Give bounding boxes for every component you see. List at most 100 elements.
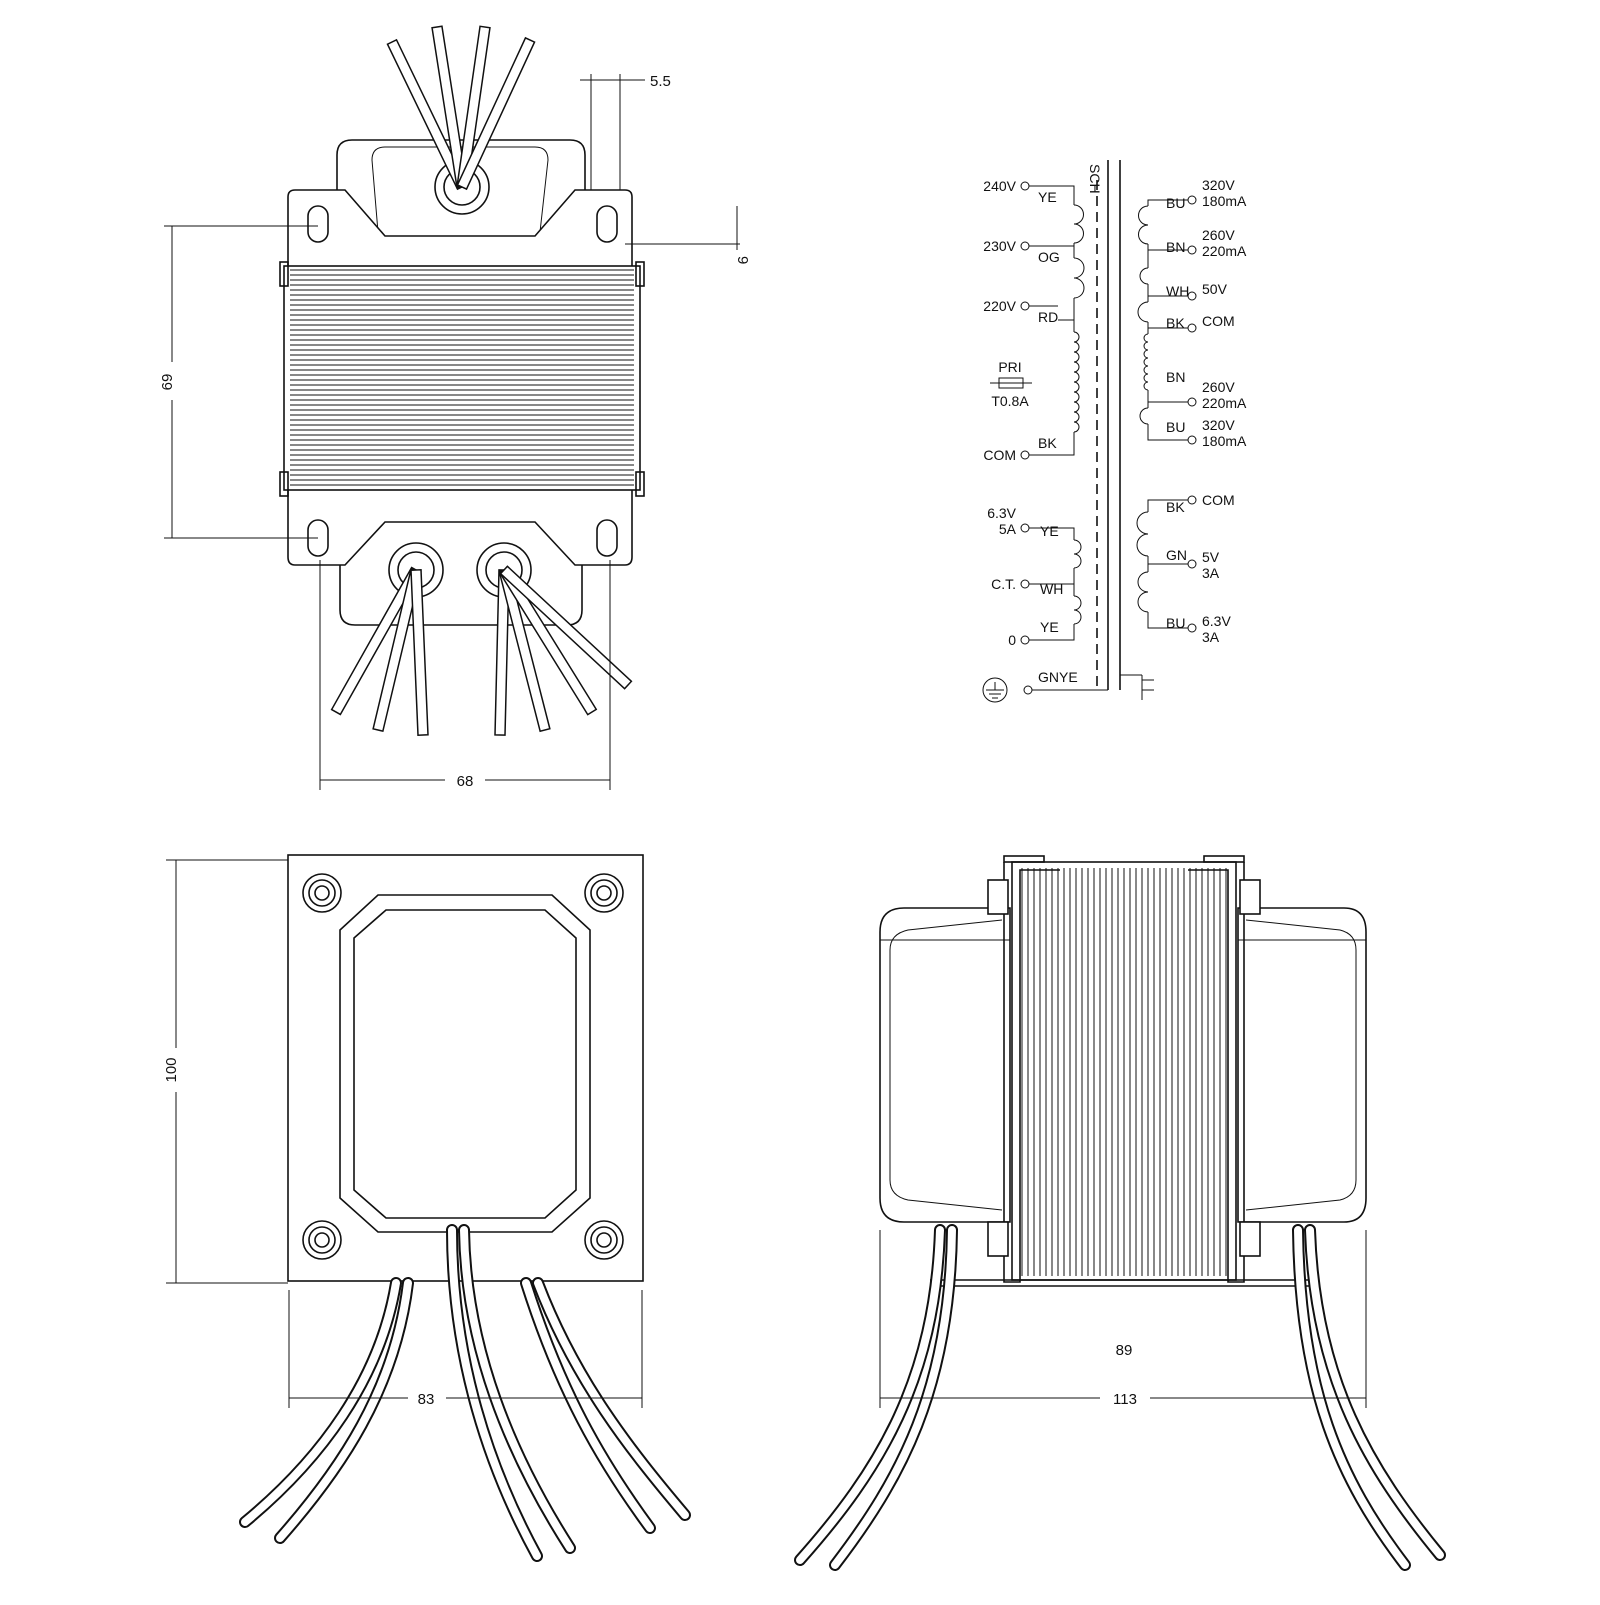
lead-wire-fill bbox=[522, 1279, 654, 1532]
primary-terminal-label: COM bbox=[983, 447, 1016, 463]
terminal-icon bbox=[1020, 579, 1030, 589]
heater-wire-color: BU bbox=[1166, 615, 1185, 631]
winding-coil bbox=[1138, 205, 1149, 245]
ht-wire-color: BK bbox=[1166, 315, 1185, 331]
terminal-icon bbox=[1020, 523, 1030, 533]
dim-overall-width: 113 bbox=[1113, 1391, 1137, 1408]
shield-label: SCH bbox=[1087, 164, 1103, 194]
primary-terminal-label: 230V bbox=[983, 238, 1016, 254]
front-view: 100 83 bbox=[163, 854, 691, 1562]
lead-wire-fill bbox=[1294, 1226, 1409, 1569]
fuse: PRI T0.8A bbox=[990, 359, 1032, 409]
ground-wire-label: GNYE bbox=[1038, 669, 1078, 685]
primary-wire-color: YE bbox=[1038, 189, 1057, 205]
winding-coil bbox=[1073, 331, 1080, 433]
terminal-icon bbox=[1187, 323, 1197, 333]
ht-current: 180mA bbox=[1202, 433, 1247, 449]
heater-current: 5A bbox=[999, 521, 1017, 537]
bolt-hole bbox=[314, 1232, 330, 1248]
primary-wire-color: OG bbox=[1038, 249, 1060, 265]
side-view: 89 113 bbox=[794, 855, 1446, 1571]
terminal-icon bbox=[1020, 181, 1030, 191]
terminal-icon bbox=[1187, 245, 1197, 255]
winding-coil bbox=[1137, 571, 1149, 613]
ht-current: 180mA bbox=[1202, 193, 1247, 209]
top-view: 5.5 9 69 68 bbox=[159, 25, 751, 790]
winding-coil bbox=[1139, 407, 1149, 425]
winding-coil bbox=[1137, 301, 1149, 323]
terminal-icon bbox=[1020, 301, 1030, 311]
heater-tap: C.T. bbox=[991, 576, 1016, 592]
terminal-icon bbox=[1187, 559, 1197, 569]
ht-wire-color: BU bbox=[1166, 419, 1185, 435]
nut-icon bbox=[584, 873, 624, 913]
ht-current: 220mA bbox=[1202, 243, 1247, 259]
nut-inner bbox=[308, 1226, 336, 1254]
winding-coil bbox=[1073, 539, 1082, 569]
terminal-icon bbox=[1187, 195, 1197, 205]
nut-inner bbox=[590, 879, 618, 907]
nut-inner bbox=[308, 879, 336, 907]
winding-coil bbox=[1143, 333, 1149, 391]
lead-wire-fill bbox=[1306, 1226, 1444, 1559]
heater-tap: 0 bbox=[1008, 632, 1016, 648]
ht-voltage: 50V bbox=[1202, 281, 1228, 297]
primary-terminal-label: 220V bbox=[983, 298, 1016, 314]
winding-coil bbox=[1139, 267, 1149, 285]
ht-wire-color: BU bbox=[1166, 195, 1185, 211]
ht-voltage: 260V bbox=[1202, 227, 1235, 243]
lead-wire-fill bbox=[534, 1279, 689, 1519]
bolt-hole bbox=[596, 885, 612, 901]
ht-current: 220mA bbox=[1202, 395, 1247, 411]
lead-wire bbox=[1304, 1224, 1446, 1561]
wiring-schematic: SCH 240V YE 230V OG 220V RD COM BK PRI T0.8A BU… bbox=[982, 160, 1247, 703]
dim-mount-height: 69 bbox=[159, 374, 176, 391]
primary-wire-color: RD bbox=[1038, 309, 1058, 325]
bolt-hole bbox=[596, 1232, 612, 1248]
lead-wire bbox=[410, 569, 429, 736]
ground-terminal: GNYE bbox=[982, 669, 1108, 703]
lead-wire-fill bbox=[241, 1279, 400, 1526]
terminal-icon bbox=[1187, 623, 1197, 633]
svg-text:T0.8A: T0.8A bbox=[991, 393, 1029, 409]
terminal-icon bbox=[1020, 635, 1030, 645]
dim-mount-width: 68 bbox=[457, 773, 474, 790]
lead-wire bbox=[520, 1277, 656, 1534]
ht-voltage: COM bbox=[1202, 313, 1235, 329]
dim-core-width: 89 bbox=[1116, 1342, 1133, 1359]
terminal-icon bbox=[1020, 241, 1030, 251]
lead-wire-fill bbox=[796, 1226, 944, 1564]
nut-icon bbox=[584, 1220, 624, 1260]
heater-wire-color: YE bbox=[1040, 523, 1059, 539]
lead-wire-fill bbox=[276, 1279, 412, 1542]
heater-wire-color: BK bbox=[1166, 499, 1185, 515]
winding-coil bbox=[1073, 257, 1085, 299]
winding-coil bbox=[1073, 595, 1082, 625]
dim-slot-offset: 9 bbox=[734, 256, 751, 264]
lead-wire-fill bbox=[831, 1226, 956, 1569]
lead-wire-fill bbox=[448, 1226, 541, 1560]
primary-wire-color: BK bbox=[1038, 435, 1057, 451]
lead-wire bbox=[499, 565, 633, 690]
primary-terminal-label: 240V bbox=[983, 178, 1016, 194]
winding-coil bbox=[1073, 204, 1084, 244]
ht-voltage: 260V bbox=[1202, 379, 1235, 395]
heater-wire-color: YE bbox=[1040, 619, 1059, 635]
nut-icon bbox=[302, 1220, 342, 1260]
heater-voltage: 6.3V bbox=[1202, 613, 1231, 629]
heater-voltage: 6.3V bbox=[987, 505, 1016, 521]
terminal-icon bbox=[1187, 397, 1197, 407]
terminal-icon bbox=[1187, 495, 1197, 505]
bolt-hole bbox=[314, 885, 330, 901]
dim-base-height: 100 bbox=[163, 1057, 180, 1082]
terminal-icon bbox=[1187, 435, 1197, 445]
ht-wire-color: BN bbox=[1166, 369, 1185, 385]
svg-text:PRI: PRI bbox=[998, 359, 1021, 375]
nut-icon bbox=[302, 873, 342, 913]
heater-tap: COM bbox=[1202, 492, 1235, 508]
ht-wire-color: WH bbox=[1166, 283, 1189, 299]
dim-top-offset: 5.5 bbox=[650, 73, 671, 90]
lead-wire bbox=[456, 36, 536, 191]
ht-voltage: 320V bbox=[1202, 417, 1235, 433]
